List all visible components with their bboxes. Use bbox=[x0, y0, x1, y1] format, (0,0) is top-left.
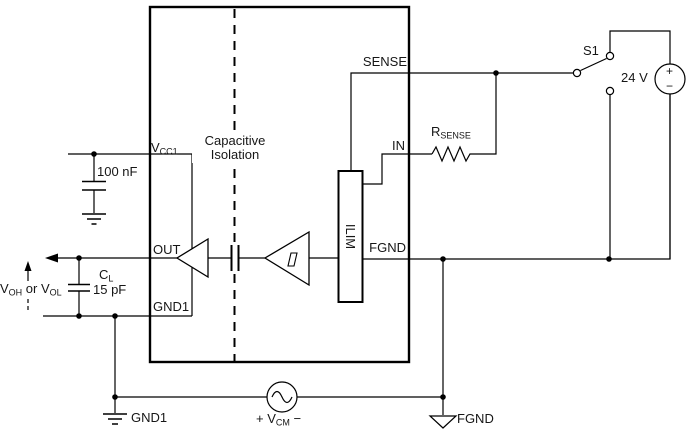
supply-plus-sign: + bbox=[665, 64, 673, 78]
ilim-block-box bbox=[337, 170, 364, 303]
ilim-block-label: ILIM bbox=[343, 223, 359, 250]
switch-s1-symbol bbox=[572, 30, 671, 259]
out-arrow-icon bbox=[45, 253, 58, 263]
bypass-capacitor-symbol bbox=[82, 154, 106, 213]
fgnd-pin-label: FGND bbox=[369, 240, 406, 255]
vcm-source-label: + VCM − bbox=[256, 411, 302, 428]
rsense-label: RSENSE bbox=[431, 124, 471, 141]
receiver-buffer-triangle bbox=[263, 230, 338, 287]
fgnd-net-label: FGND bbox=[457, 411, 494, 426]
supply-24v-symbol bbox=[654, 63, 686, 259]
supply-minus-sign: − bbox=[665, 79, 673, 93]
wire-rsense-to-sense bbox=[473, 73, 497, 155]
gnd1-net-label: GND1 bbox=[131, 410, 168, 425]
switch-s1-label: S1 bbox=[583, 43, 599, 58]
junction-dots bbox=[76, 70, 612, 400]
rsense-resistor-symbol bbox=[431, 145, 473, 163]
in-pin-label: IN bbox=[392, 138, 405, 153]
out-pin-label: OUT bbox=[153, 242, 181, 257]
load-cap-label: CL bbox=[99, 267, 114, 284]
wire-sense bbox=[350, 72, 573, 171]
sense-pin-label: SENSE bbox=[362, 54, 407, 69]
vcc1-pin-label: VCC1 bbox=[151, 140, 178, 157]
ic-boundary-box bbox=[148, 5, 411, 364]
hysteresis-icon bbox=[287, 252, 298, 267]
isolation-capacitor-symbol bbox=[208, 245, 265, 271]
voh-vol-annotation: VOH or VOL bbox=[0, 281, 62, 298]
gnd1-pin-label: GND1 bbox=[153, 299, 190, 314]
bypass-cap-value-label: 100 nF bbox=[97, 164, 138, 179]
capacitive-isolation-label: Capacitive Isolation bbox=[192, 133, 278, 163]
load-cap-value-label: 15 pF bbox=[93, 282, 127, 297]
fgnd-triangle-symbol bbox=[428, 415, 458, 429]
vcm-source-symbol bbox=[266, 381, 298, 413]
supply-24v-label: 24 V bbox=[621, 70, 648, 85]
gnd1-ground-symbol bbox=[103, 413, 127, 425]
wire-in bbox=[363, 153, 432, 185]
bypass-ground-symbol bbox=[82, 213, 106, 225]
voh-vol-arrow-icon bbox=[24, 261, 32, 313]
load-capacitor-symbol bbox=[68, 258, 90, 316]
